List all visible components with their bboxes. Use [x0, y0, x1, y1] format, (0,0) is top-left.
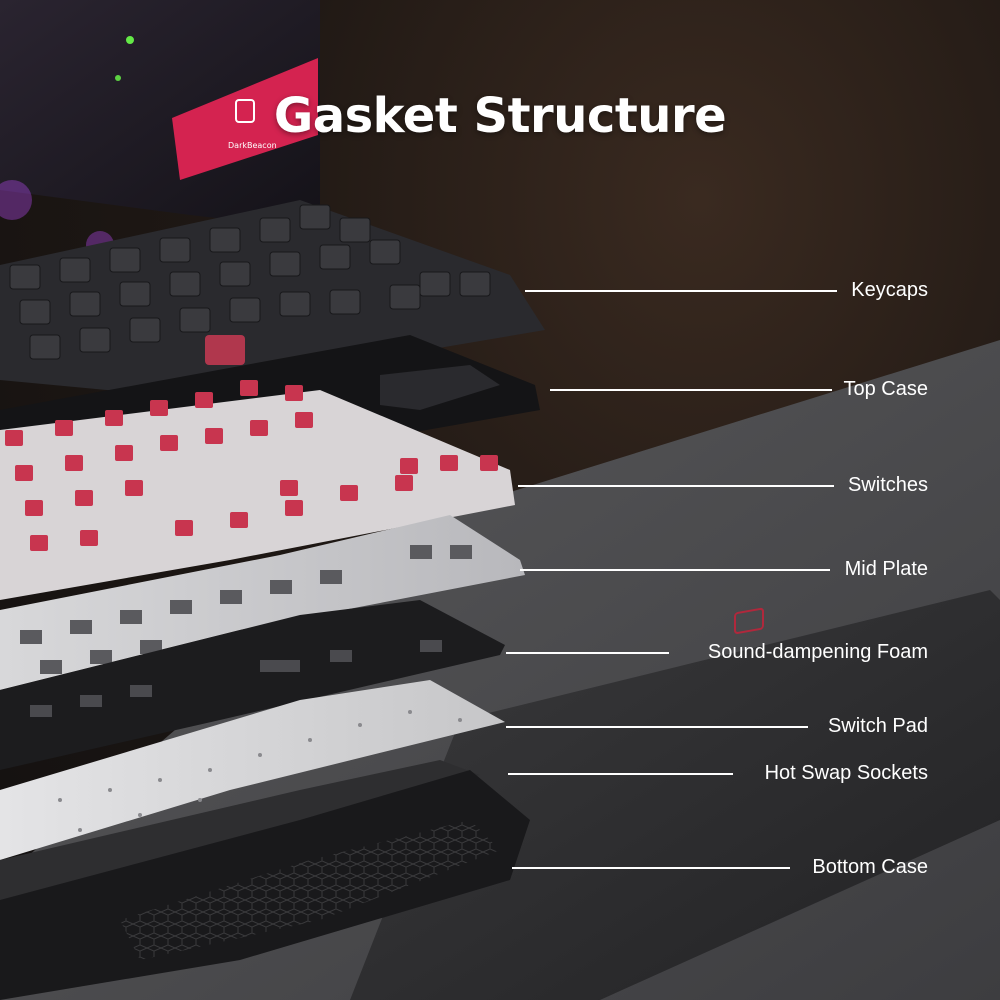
monitor [0, 0, 320, 230]
mid-plate-callout-line [520, 569, 830, 571]
keycaps-grid [9, 204, 491, 360]
hot-swap-sockets-label: Hot Swap Sockets [764, 762, 928, 784]
keycaps-callout-line [525, 290, 837, 292]
monitor-logo-icon [235, 99, 255, 123]
desk-mat-logo-icon [734, 607, 764, 634]
switch-pad-label: Switch Pad [827, 715, 928, 737]
accent-keycap [205, 335, 245, 365]
keycaps-label: Keycaps [851, 279, 928, 301]
bottom-case-label: Bottom Case [812, 856, 928, 878]
hot-swap-sockets-callout-line [508, 773, 733, 775]
switches-label: Switches [847, 474, 928, 496]
switches-callout-line [518, 485, 834, 487]
monitor-brand-banner [172, 58, 318, 180]
mid-plate-layer [0, 515, 525, 690]
foam-callout-line [506, 652, 669, 654]
desk-mat [350, 590, 1000, 1000]
mid-plate-label: Mid Plate [844, 558, 928, 580]
monitor-logo-text: DarkBeacon [228, 141, 277, 150]
page-title: Gasket Structure [273, 88, 727, 144]
foam-label: Sound-dampening Foam [707, 641, 928, 663]
foam-layer [0, 600, 505, 770]
switch-pad-callout-line [506, 726, 808, 728]
bottom-case-callout-line [512, 867, 790, 869]
mid-plate-cutouts [20, 545, 472, 674]
switch-stems [5, 380, 498, 551]
top-case-callout-line [550, 389, 832, 391]
switches-layer [0, 390, 515, 600]
top-case-label: Top Case [843, 378, 929, 400]
switch-pad-layer [0, 680, 505, 860]
